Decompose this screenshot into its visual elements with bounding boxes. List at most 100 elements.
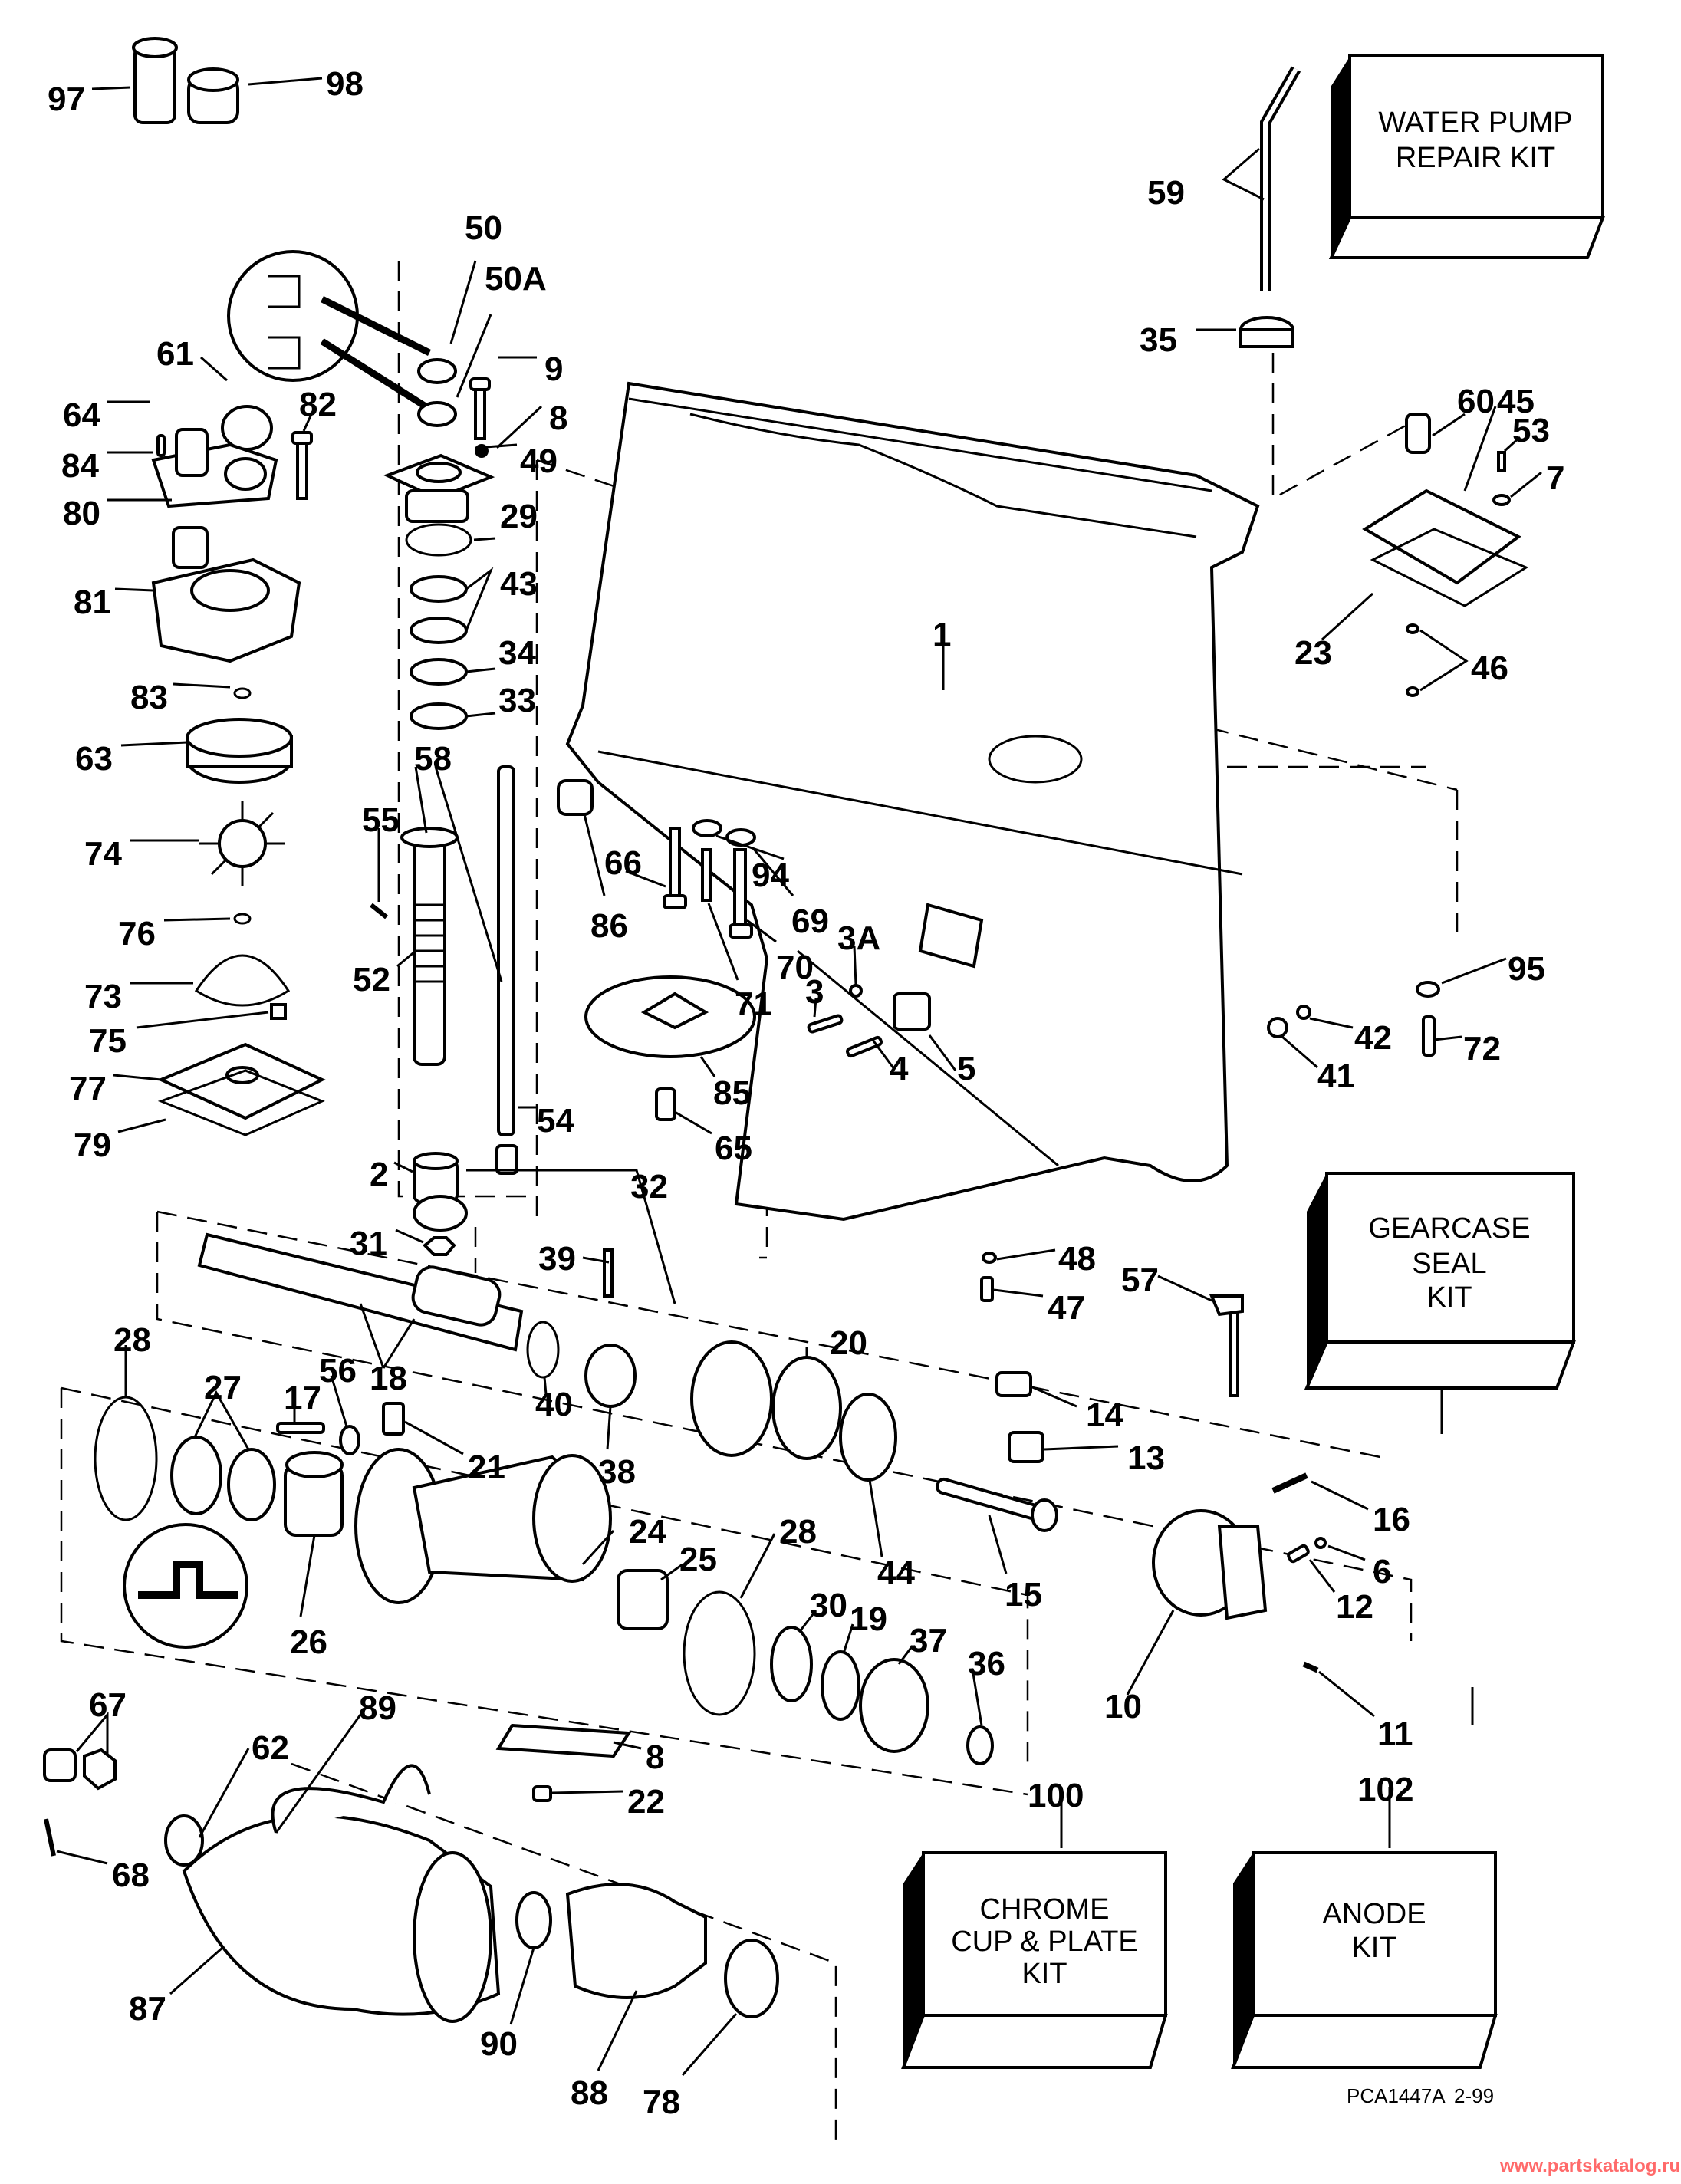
part-label-4: 4: [890, 1050, 909, 1087]
part-label-36: 36: [968, 1645, 1005, 1682]
part-76-oring: [233, 913, 252, 925]
kit-label-line: ANODE: [1322, 1898, 1426, 1930]
part-label-72: 72: [1463, 1030, 1501, 1067]
part-29-oring: [405, 523, 472, 557]
part-3-screw: [807, 1014, 844, 1034]
part-20-shim: [771, 1356, 842, 1460]
part-62-spacer: [164, 1814, 204, 1867]
part-1-gearcase: [565, 381, 1260, 1222]
part-label-57: 57: [1121, 1261, 1159, 1299]
part-56-washer: [339, 1425, 360, 1455]
watermark: www.partskatalog.ru: [1499, 2156, 1680, 2176]
part-17-bolt: [276, 1422, 325, 1434]
part-26-bearing: [284, 1451, 344, 1537]
part-58-driveshaft: [497, 765, 515, 1136]
part-label-52: 52: [353, 961, 390, 998]
kit-box-gearcase-seal: GEARCASE SEAL KIT: [1304, 1172, 1576, 1390]
part-15-shift-shaft: [936, 1477, 1058, 1532]
part-label-67: 67: [89, 1686, 127, 1724]
part-54-sleeve: [495, 1144, 518, 1175]
part-23-plate: [1370, 528, 1529, 607]
leader-lines: [56, 77, 1542, 2076]
part-label-44: 44: [877, 1554, 915, 1592]
part-label-25: 25: [679, 1541, 717, 1578]
part-19-bearing: [821, 1650, 860, 1721]
part-95-washer: [1416, 981, 1440, 998]
part-label-66: 66: [604, 844, 642, 882]
part-label-13: 13: [1127, 1439, 1165, 1477]
part-34-washer: [410, 658, 468, 686]
part-label-84: 84: [61, 447, 99, 485]
part-label-89: 89: [359, 1689, 396, 1727]
part-label-80: 80: [63, 495, 100, 532]
part-16-pin: [1271, 1472, 1308, 1494]
part-label-90: 90: [480, 2025, 518, 2063]
part-94-washer: [692, 819, 722, 837]
kit-label-line: SEAL: [1412, 1248, 1486, 1280]
part-label-28: 28: [113, 1321, 151, 1359]
part-label-32: 32: [630, 1168, 668, 1205]
part-label-46: 46: [1471, 650, 1508, 687]
part-label-58: 58: [414, 740, 452, 778]
part-label-48: 48: [1058, 1240, 1096, 1278]
part-label-102: 102: [1357, 1771, 1413, 1808]
part-83-oring: [233, 687, 252, 699]
part-50a-seal: [417, 401, 457, 427]
part-7-washer: [1492, 494, 1511, 506]
part-21-clip: [382, 1402, 405, 1436]
part-label-12: 12: [1336, 1588, 1373, 1626]
part-label-7: 7: [1546, 459, 1564, 497]
part-label-50a: 50A: [485, 260, 547, 298]
part-label-62: 62: [252, 1729, 289, 1767]
part-5-plate: [893, 992, 931, 1031]
part-label-34: 34: [498, 634, 536, 672]
part-87-propeller: [182, 1764, 501, 2023]
part-14-clip: [995, 1371, 1032, 1397]
part-label-50: 50: [465, 209, 502, 247]
part-49-housing: [383, 453, 495, 523]
part-11-pin: [1302, 1661, 1319, 1673]
part-50-seal: [417, 358, 457, 384]
part-label-69: 69: [791, 903, 829, 940]
part-label-8: 8: [646, 1738, 664, 1776]
part-label-6: 6: [1373, 1553, 1391, 1590]
part-label-94: 94: [752, 857, 789, 894]
part-label-24: 24: [629, 1513, 666, 1551]
part-label-49: 49: [520, 442, 558, 480]
part-label-42: 42: [1354, 1019, 1392, 1057]
part-label-2: 2: [370, 1156, 388, 1193]
part-label-31: 31: [350, 1225, 387, 1262]
part-44-washer: [839, 1393, 897, 1482]
part-label-21: 21: [468, 1449, 505, 1486]
part-28-oring-b: [683, 1590, 756, 1716]
part-label-81: 81: [74, 584, 111, 621]
part-77-plate: [156, 1042, 326, 1120]
part-label-11: 11: [1377, 1715, 1413, 1753]
part-52-driveshaft-sleeve: [400, 827, 459, 1066]
part-label-100: 100: [1028, 1777, 1084, 1814]
part-label-47: 47: [1048, 1289, 1085, 1327]
part-label-40: 40: [535, 1386, 573, 1423]
part-label-98: 98: [326, 65, 364, 103]
part-label-28: 28: [779, 1513, 817, 1551]
part-label-26: 26: [290, 1623, 327, 1661]
kit-box-chrome-cup-plate: CHROME CUP & PLATE KIT: [901, 1851, 1168, 2069]
part-label-43: 43: [500, 565, 538, 603]
part-41-plug: [1267, 1017, 1288, 1038]
part-13-detent: [1008, 1431, 1044, 1463]
part-32-forward-gear: [690, 1340, 773, 1457]
part-27-seals: [170, 1436, 276, 1521]
part-label-33: 33: [498, 682, 536, 719]
part-73-seal: [194, 954, 291, 1007]
part-22-screw: [532, 1785, 552, 1802]
part-label-87: 87: [129, 1990, 166, 2028]
part-label-16: 16: [1373, 1501, 1410, 1538]
part-46-washers: [1406, 623, 1419, 697]
part-85-trim-tab: [584, 975, 756, 1058]
part-63-cup: [186, 718, 293, 784]
revision-date: 2-99: [1454, 2084, 1494, 2107]
part-6-ball: [1314, 1537, 1327, 1549]
kit-box-water-pump: WATER PUMP REPAIR KIT: [1328, 54, 1605, 259]
kit-label-line: CHROME: [980, 1893, 1110, 1926]
